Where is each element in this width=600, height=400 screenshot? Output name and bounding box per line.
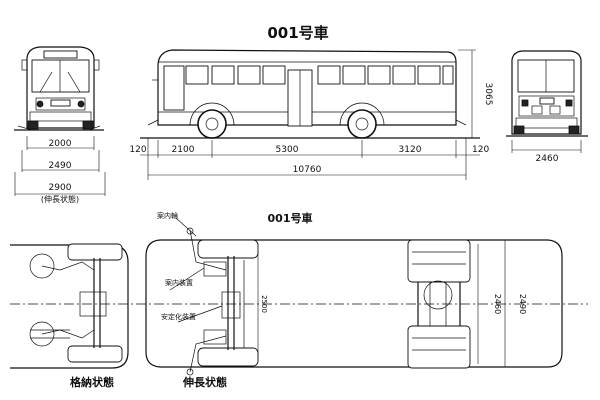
side-dim-total: 10760 <box>293 165 322 175</box>
front-dim-2900: 2900 <box>49 183 72 193</box>
rear-dim-width: 2460 <box>536 154 559 164</box>
side-dim-right-overhang: 120 <box>472 145 489 155</box>
side-dim-wheelbase: 5300 <box>276 145 299 155</box>
side-dim-front: 2100 <box>172 145 195 155</box>
rear-view: 2460 <box>506 50 588 164</box>
caption-extended: 伸長状態 <box>182 375 227 389</box>
label-guide-device: 案内装置 <box>165 278 193 287</box>
plan-view: 案内輪 案内装置 安定化装置 2500 2460 2490 格納状態 伸長状態 <box>10 211 588 389</box>
front-dim-2000: 2000 <box>49 139 72 149</box>
side-dimensions: 120 2100 5300 3120 120 10760 3065 <box>129 49 493 180</box>
front-caption: (伸長状態) <box>41 194 79 204</box>
plan-dim-2460: 2460 <box>493 294 502 314</box>
side-dim-left-overhang: 120 <box>129 145 146 155</box>
title-top: 001号車 <box>267 24 328 42</box>
front-dimensions: 2000 2490 2900 (伸長状態) <box>14 136 106 204</box>
title-bottom: 001号車 <box>268 211 313 225</box>
plan-dim-2490: 2490 <box>518 294 527 314</box>
front-dim-2490: 2490 <box>49 161 72 171</box>
side-dim-height: 3065 <box>483 83 493 106</box>
label-stabilizer: 安定化装置 <box>161 312 196 321</box>
caption-retracted: 格納状態 <box>70 375 114 389</box>
front-view <box>14 46 104 131</box>
side-view <box>140 49 480 139</box>
plan-dim-width: 2500 <box>260 295 268 313</box>
label-guide-wheel: 案内輪 <box>157 211 178 220</box>
side-dim-rear: 3120 <box>399 145 422 155</box>
